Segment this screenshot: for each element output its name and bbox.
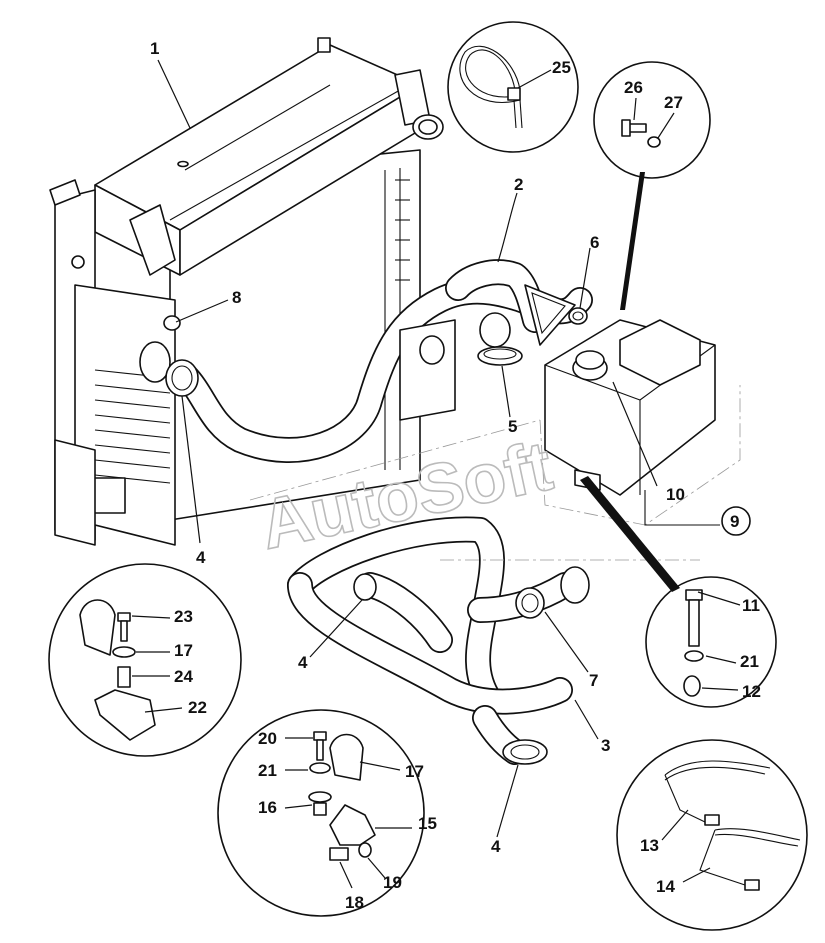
callout-18: 18 [345,893,364,912]
callout-23: 23 [174,607,193,626]
callout-13: 13 [640,836,659,855]
callout-10: 10 [666,485,685,504]
upper-hose [172,259,593,463]
leader-lines [131,59,741,889]
hose-clip-4-upper [165,359,199,397]
callout-8: 8 [232,288,241,307]
hose-clip-4-mid [353,573,377,601]
detail-clamps-15-21 [217,709,425,917]
callout-25: 25 [552,58,571,77]
callout-27: 27 [664,93,683,112]
detail-bolt-washer-26-27 [593,61,711,179]
hose-clip-4-lower [502,739,548,765]
callout-24: 24 [174,667,193,686]
callout-7: 7 [589,671,598,690]
callout-20: 20 [258,729,277,748]
hose-clip-8 [163,315,181,331]
callout-11: 11 [742,596,760,615]
callout-2: 2 [514,175,523,194]
hose-clip-6 [568,307,588,325]
callout-4-lower: 4 [491,837,501,856]
detail-straps-13-14 [616,739,808,931]
leader-wedge-top [620,172,645,310]
callout-4-mid: 4 [298,653,308,672]
callout-14: 14 [656,877,675,896]
callout-17-lower: 17 [405,762,424,781]
callout-16: 16 [258,798,277,817]
callout-22: 22 [188,698,207,717]
callout-17-left: 17 [174,641,193,660]
detail-bolt-11-21-12 [645,576,777,708]
callout-3: 3 [601,736,610,755]
callout-4-upper: 4 [196,548,206,567]
callout-9: 9 [730,512,739,531]
callout-12: 12 [742,682,761,701]
callout-21-lower: 21 [258,761,277,780]
hose-clip-5 [477,346,523,366]
callout-5: 5 [508,417,517,436]
callout-26: 26 [624,78,643,97]
expansion-tank [544,319,716,496]
callout-19: 19 [383,873,402,892]
hose-clip-7 [515,587,545,619]
callout-21-right: 21 [740,652,759,671]
callout-6: 6 [590,233,599,252]
callout-1: 1 [150,39,159,58]
detail-bracket-22-24 [48,563,242,757]
callout-15: 15 [418,814,437,833]
item-9-circle [721,506,751,536]
detail-cable-tie-25 [447,21,579,153]
leader-wedge-right [580,476,680,592]
callout-numbers: 1 2 6 8 4 5 10 9 4 7 3 4 25 26 27 11 21 … [150,39,761,912]
